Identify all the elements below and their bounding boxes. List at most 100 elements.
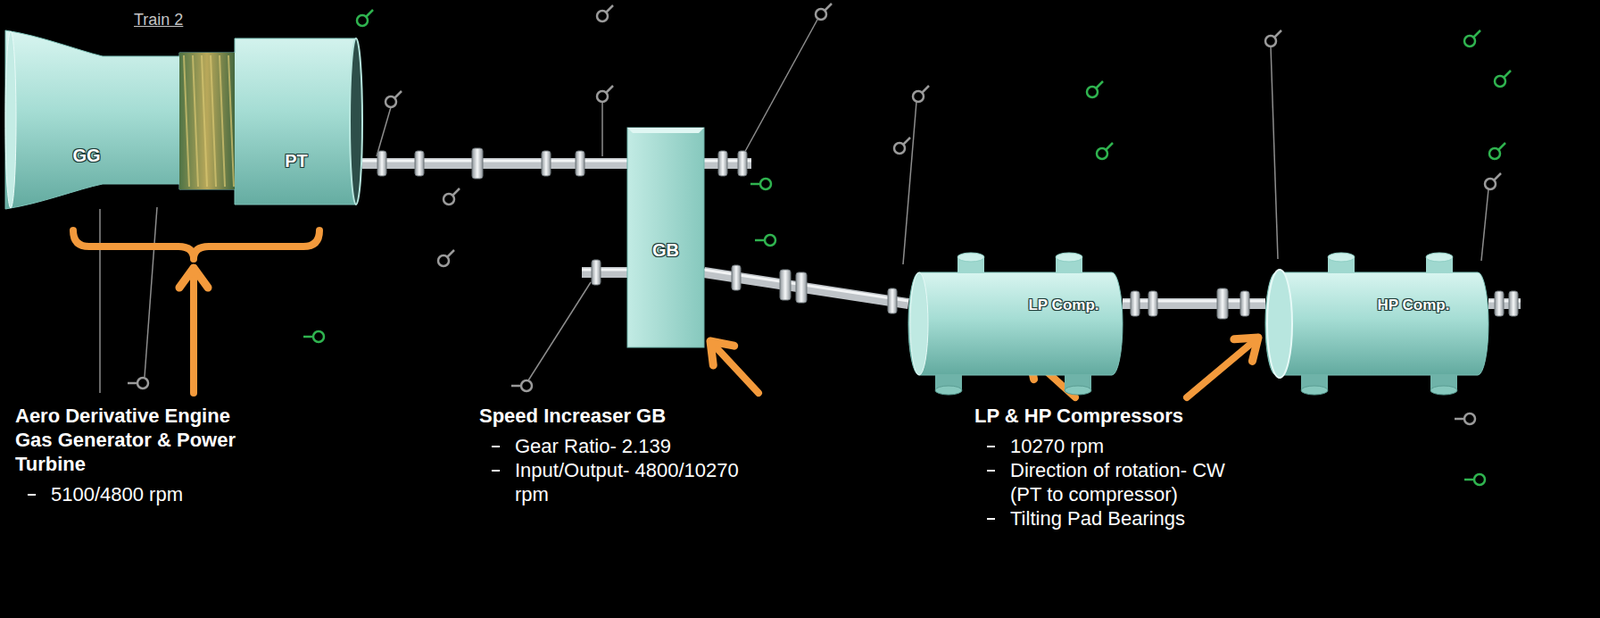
sensor-symbols-part xyxy=(894,137,911,154)
orange-callout-arrows-part xyxy=(1186,337,1259,398)
compressor-casing xyxy=(1265,272,1489,375)
engine-casing xyxy=(5,30,357,209)
hp-compressor-outline xyxy=(1265,249,1489,398)
sensor-symbols-part xyxy=(1484,173,1501,190)
sensor-symbols-part xyxy=(443,188,460,205)
bullet-text: 5100/4800 rpm xyxy=(50,481,266,506)
sensor-symbols-part xyxy=(1494,70,1511,87)
sensor-symbols-part xyxy=(385,91,402,108)
equipment-label: LP Comp. xyxy=(1027,296,1099,315)
equipment-label: GB xyxy=(652,240,680,261)
label-anchor: HP Comp. xyxy=(1377,296,1451,315)
nozzle-flange xyxy=(1064,385,1092,395)
bullet-dash xyxy=(986,469,995,472)
label-anchor: GB xyxy=(652,240,680,261)
shaft-couplings-part xyxy=(731,265,741,291)
shaft-connector xyxy=(362,160,628,164)
sensor-leader-lines-part xyxy=(528,281,591,381)
equipment-label: PT xyxy=(284,150,308,172)
bullet-text: Input/Output- 4800/10270 rpm xyxy=(514,457,758,506)
sensor-symbols-part xyxy=(303,331,324,342)
shaft-stubs-part xyxy=(581,268,628,272)
label-anchor: GG xyxy=(72,145,100,166)
sensor-leader-lines-part xyxy=(742,19,818,157)
annotation-block: Aero Derivative Engine Gas Generator & P… xyxy=(15,403,266,506)
nozzle-flange xyxy=(1055,252,1083,262)
train-title: Train 2 xyxy=(133,10,183,30)
shaft-couplings-part xyxy=(1494,290,1504,316)
nozzle-flange xyxy=(1327,252,1355,262)
combustor-stripe xyxy=(201,55,208,187)
sensor-symbols-part xyxy=(511,380,532,391)
bullet-row: Gear Ratio- 2.139 xyxy=(479,433,774,458)
sensor-leader-lines-part xyxy=(1481,189,1489,261)
shaft-couplings-part xyxy=(472,148,483,179)
compressor-end-face xyxy=(1267,269,1293,378)
shaft-highlight xyxy=(362,159,628,163)
orange-callout-arrows-part xyxy=(710,340,759,393)
nozzle-flange xyxy=(935,385,962,395)
shaft-couplings-part xyxy=(1217,288,1228,319)
shaft-couplings-part xyxy=(575,150,585,176)
combustor-stripe xyxy=(183,55,190,187)
sensor-leader-lines-part xyxy=(903,101,917,265)
nozzle-flange xyxy=(1430,385,1458,395)
sensor-symbols-part xyxy=(1464,30,1481,47)
label-anchor: LP Comp. xyxy=(1027,296,1099,315)
sensor-leader-lines-part xyxy=(376,107,391,157)
sensor-leader-lines-part xyxy=(144,207,158,377)
annotation-block: LP & HP Compressors 10270 rpmDirection of… xyxy=(974,403,1278,531)
shaft-couplings-part xyxy=(1508,290,1518,316)
nozzle-flange xyxy=(957,252,985,262)
shaft-couplings-part xyxy=(377,150,387,176)
annotation-block: Speed Increaser GB Gear Ratio- 2.139Input… xyxy=(479,403,774,506)
orange-callout-arrows-part xyxy=(73,230,320,259)
annotation-heading: Speed Increaser GB xyxy=(479,403,774,428)
bullet-dash xyxy=(986,517,995,520)
sensor-symbols-part xyxy=(1454,413,1476,424)
label-anchor: PT xyxy=(284,150,308,172)
bullet-row: 10270 rpm xyxy=(974,433,1278,458)
combustor-stripe xyxy=(192,55,199,187)
compressor-casing xyxy=(908,272,1123,375)
shaft-couplings-part xyxy=(887,288,897,314)
sensor-symbols-part xyxy=(596,85,614,102)
bullet-text: Gear Ratio- 2.139 xyxy=(514,433,758,458)
bullet-text: Direction of rotation- CW (PT to compres… xyxy=(1010,457,1243,506)
nozzle-flange xyxy=(1425,252,1453,262)
shaft-couplings-part xyxy=(1148,290,1158,316)
shaft-couplings-part xyxy=(737,150,747,176)
sensor-symbols-part xyxy=(596,5,614,22)
nozzle-flange xyxy=(1301,385,1328,395)
shaft-stubs-part xyxy=(581,266,628,278)
hp-compressor: HP Comp. xyxy=(1265,249,1489,398)
sensor-leader-lines-part xyxy=(601,101,604,157)
sensor-leader-lines-part xyxy=(99,208,101,393)
gearbox: GB xyxy=(627,127,705,348)
annotation-heading: LP & HP Compressors xyxy=(974,403,1278,428)
bullet-text: 10270 rpm xyxy=(1010,433,1243,458)
shaft-couplings-part xyxy=(795,272,807,303)
gearbox-bevel xyxy=(627,127,705,133)
shaft-couplings-part xyxy=(414,150,424,176)
sensor-symbols-part xyxy=(1464,473,1485,485)
bullet-dash xyxy=(986,445,995,448)
orange-callout-arrows-part xyxy=(190,267,198,393)
sensor-symbols-part xyxy=(356,9,374,26)
combustor-stripe xyxy=(219,55,225,187)
bullet-dash xyxy=(491,445,500,448)
sensor-symbols-part xyxy=(1096,142,1113,159)
shaft-couplings-part xyxy=(1240,290,1250,316)
sensor-symbols-part xyxy=(912,85,929,102)
shaft-couplings-part xyxy=(541,150,551,176)
sensor-symbols-part xyxy=(1086,81,1103,98)
shaft xyxy=(362,157,628,169)
sensor-symbols-part xyxy=(815,3,832,20)
shaft-couplings-part xyxy=(591,259,601,285)
gearbox-outline xyxy=(627,127,705,348)
gearbox-casing xyxy=(627,127,705,348)
annotation-heading: Aero Derivative Engine Gas Generator & P… xyxy=(15,403,255,476)
bullet-dash xyxy=(491,469,500,472)
sensor-symbols-part xyxy=(1489,142,1506,159)
sensor-leader-lines-part xyxy=(1270,46,1278,259)
